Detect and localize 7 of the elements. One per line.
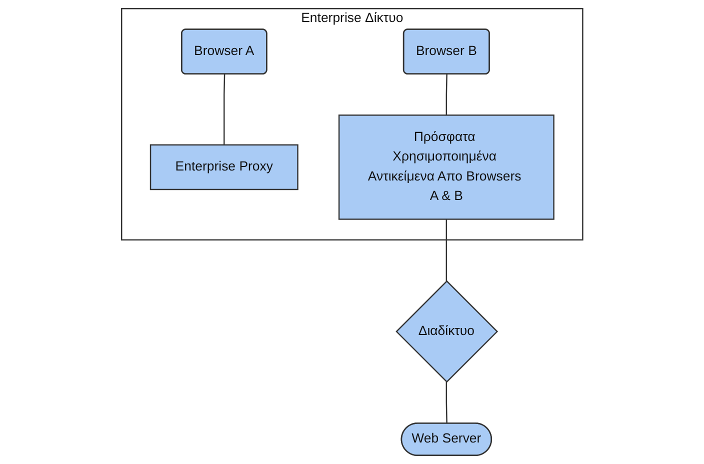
connector	[446, 74, 448, 116]
node-box: Πρόσφατα Χρησιμοποιημένα Αντικείμενα Απο Browsers A & B	[338, 114, 554, 220]
node-diamond: Διαδίκτυο	[395, 280, 498, 383]
node-box: Enterprise Proxy	[150, 144, 298, 190]
connector	[446, 382, 448, 424]
connector	[446, 219, 447, 282]
connector	[223, 74, 225, 145]
